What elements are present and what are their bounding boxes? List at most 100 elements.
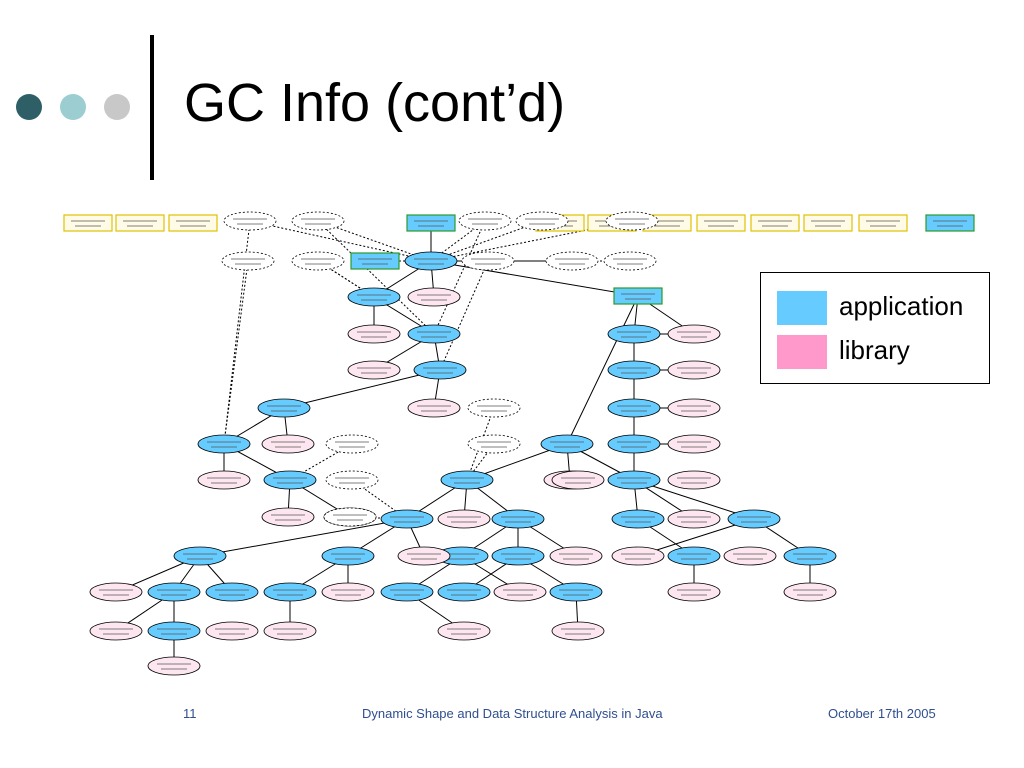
- dashed-node: [467, 398, 521, 418]
- application-node: [347, 287, 401, 307]
- library-node: [147, 656, 201, 676]
- graph-edge: [283, 369, 441, 410]
- library-node: [551, 621, 605, 641]
- application-node: [380, 582, 434, 602]
- application-node: [173, 546, 227, 566]
- application-node: [727, 509, 781, 529]
- library-node: [667, 434, 721, 454]
- library-node: [667, 509, 721, 529]
- slide-title: GC Info (cont’d): [184, 73, 566, 133]
- library-node: [667, 360, 721, 380]
- application-node: [607, 324, 661, 344]
- library-node: [551, 470, 605, 490]
- application-node: [197, 434, 251, 454]
- dashed-node: [221, 251, 275, 271]
- application-node: [491, 546, 545, 566]
- application-node: [257, 398, 311, 418]
- application-node: [437, 582, 491, 602]
- library-node: [723, 546, 777, 566]
- graph-edge: [633, 479, 755, 521]
- graph-node-box: [350, 252, 400, 270]
- footer-title: Dynamic Shape and Data Structure Analysi…: [362, 706, 663, 721]
- application-node: [440, 470, 494, 490]
- application-node: [407, 324, 461, 344]
- graph-node-box: [750, 214, 800, 232]
- graph-node-box: [803, 214, 853, 232]
- dashed-node: [603, 251, 657, 271]
- library-node: [611, 546, 665, 566]
- library-node: [783, 582, 837, 602]
- application-node: [611, 509, 665, 529]
- graph-node-box: [925, 214, 975, 232]
- application-node: [607, 470, 661, 490]
- dashed-node: [461, 251, 515, 271]
- graph-edge: [317, 260, 375, 298]
- library-node: [89, 621, 143, 641]
- slide-number: 11: [183, 706, 197, 721]
- library-node: [197, 470, 251, 490]
- library-node: [261, 434, 315, 454]
- library-node: [437, 621, 491, 641]
- dashed-node: [325, 434, 379, 454]
- library-node: [347, 324, 401, 344]
- title-divider: [150, 35, 154, 180]
- library-node: [321, 582, 375, 602]
- legend-swatch-library: [777, 335, 827, 369]
- dashed-node: [545, 251, 599, 271]
- library-node: [89, 582, 143, 602]
- library-node: [407, 398, 461, 418]
- graph-edge: [465, 407, 495, 481]
- accent-dot-light: [60, 94, 86, 120]
- library-node: [493, 582, 547, 602]
- dashed-node: [291, 251, 345, 271]
- dashed-node: [223, 211, 277, 231]
- legend-swatch-application: [777, 291, 827, 325]
- object-graph-diagram: [63, 211, 975, 676]
- library-node: [407, 287, 461, 307]
- application-node: [491, 509, 545, 529]
- color-legend: application library: [760, 272, 990, 384]
- accent-dot-grey: [104, 94, 130, 120]
- application-node: [667, 546, 721, 566]
- library-node: [667, 398, 721, 418]
- application-node: [783, 546, 837, 566]
- accent-dot-dark: [16, 94, 42, 120]
- graph-edge: [433, 220, 486, 335]
- application-node: [147, 621, 201, 641]
- graph-edge: [430, 260, 639, 299]
- library-node: [667, 582, 721, 602]
- dashed-node: [323, 507, 377, 527]
- application-node: [263, 582, 317, 602]
- application-node: [549, 582, 603, 602]
- application-node: [147, 582, 201, 602]
- library-node: [667, 324, 721, 344]
- graph-node-box: [858, 214, 908, 232]
- dashed-node: [325, 470, 379, 490]
- dashed-node: [605, 211, 659, 231]
- graph-node-box: [168, 214, 218, 232]
- graph-node-box: [63, 214, 113, 232]
- graph-node-box: [696, 214, 746, 232]
- graph-edge: [317, 220, 435, 335]
- graph-node-box: [115, 214, 165, 232]
- application-node: [404, 251, 458, 271]
- graph-nodes: [63, 211, 975, 676]
- library-node: [263, 621, 317, 641]
- graph-node-box: [613, 287, 663, 305]
- graph-edge: [249, 220, 432, 263]
- graph-edge: [439, 260, 489, 371]
- application-node: [540, 434, 594, 454]
- library-node: [437, 509, 491, 529]
- application-node: [607, 434, 661, 454]
- application-node: [607, 360, 661, 380]
- library-node: [397, 546, 451, 566]
- application-node: [607, 398, 661, 418]
- application-node: [263, 470, 317, 490]
- application-node: [205, 582, 259, 602]
- footer-date: October 17th 2005: [828, 706, 936, 721]
- library-node: [667, 470, 721, 490]
- library-node: [205, 621, 259, 641]
- graph-edge: [566, 295, 639, 445]
- graph-node-box: [406, 214, 456, 232]
- graph-edge: [199, 518, 408, 559]
